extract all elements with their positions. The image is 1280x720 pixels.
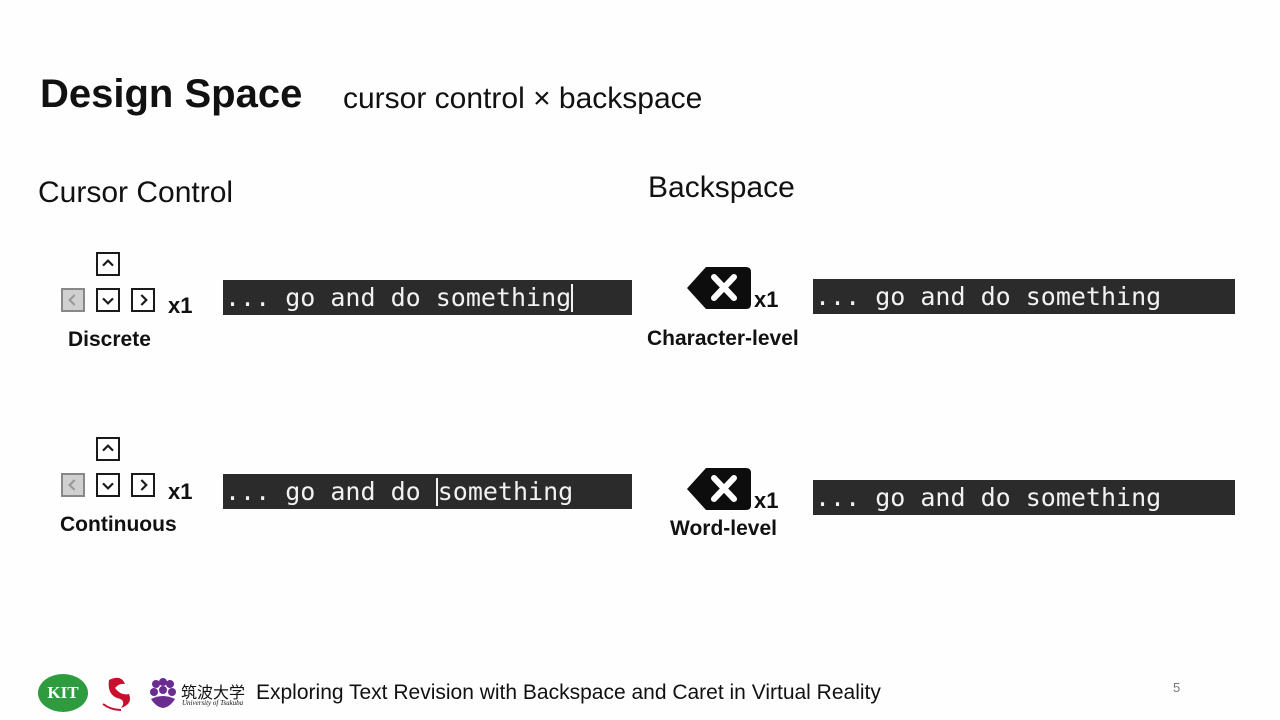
footer-title: Exploring Text Revision with Backspace a…: [256, 681, 881, 704]
text-word: something: [435, 283, 572, 312]
left-arrow-key-icon: [61, 288, 85, 312]
down-arrow-key-icon: [96, 473, 120, 497]
text-word: something: [437, 477, 574, 506]
arrow-keys-icon: [61, 437, 159, 503]
backspace-heading: Backspace: [648, 171, 795, 204]
slide-title: Design Space: [40, 72, 303, 116]
word-level-text-bar: ... go and do something: [813, 480, 1235, 515]
paulownia-crest-icon: [150, 678, 176, 708]
backspace-key-icon: [687, 468, 751, 510]
left-arrow-key-icon: [61, 473, 85, 497]
text-prefix: ... go and do: [225, 477, 436, 506]
character-level-multiplier: x1: [754, 287, 779, 312]
discrete-text-bar: ... go and do something: [223, 280, 632, 315]
up-arrow-key-icon: [96, 437, 120, 461]
word-level-caption: Word-level: [670, 517, 777, 540]
backspace-key-icon: [687, 267, 751, 309]
right-arrow-key-icon: [131, 288, 155, 312]
continuous-text-bar: ... go and do something: [223, 474, 632, 509]
up-arrow-key-icon: [96, 252, 120, 276]
caret: [571, 284, 574, 312]
red-logo-icon: [102, 677, 130, 711]
word-level-multiplier: x1: [754, 488, 779, 513]
continuous-caption: Continuous: [60, 513, 177, 536]
continuous-multiplier: x1: [168, 479, 193, 504]
discrete-caption: Discrete: [68, 328, 151, 351]
arrow-keys-icon: [61, 252, 159, 318]
discrete-multiplier: x1: [168, 293, 193, 318]
tsukuba-logo: 筑波大学 University of Tsukuba: [148, 675, 248, 713]
page-number: 5: [1173, 680, 1181, 695]
character-level-text-bar: ... go and do something: [813, 279, 1235, 314]
slide-subtitle: cursor control × backspace: [343, 82, 703, 115]
text-prefix: ... go and do: [225, 283, 436, 312]
character-level-caption: Character-level: [647, 327, 799, 350]
kit-logo: KIT: [38, 674, 88, 712]
cursor-control-heading: Cursor Control: [38, 176, 234, 209]
caret: [435, 478, 438, 506]
right-arrow-key-icon: [131, 473, 155, 497]
down-arrow-key-icon: [96, 288, 120, 312]
